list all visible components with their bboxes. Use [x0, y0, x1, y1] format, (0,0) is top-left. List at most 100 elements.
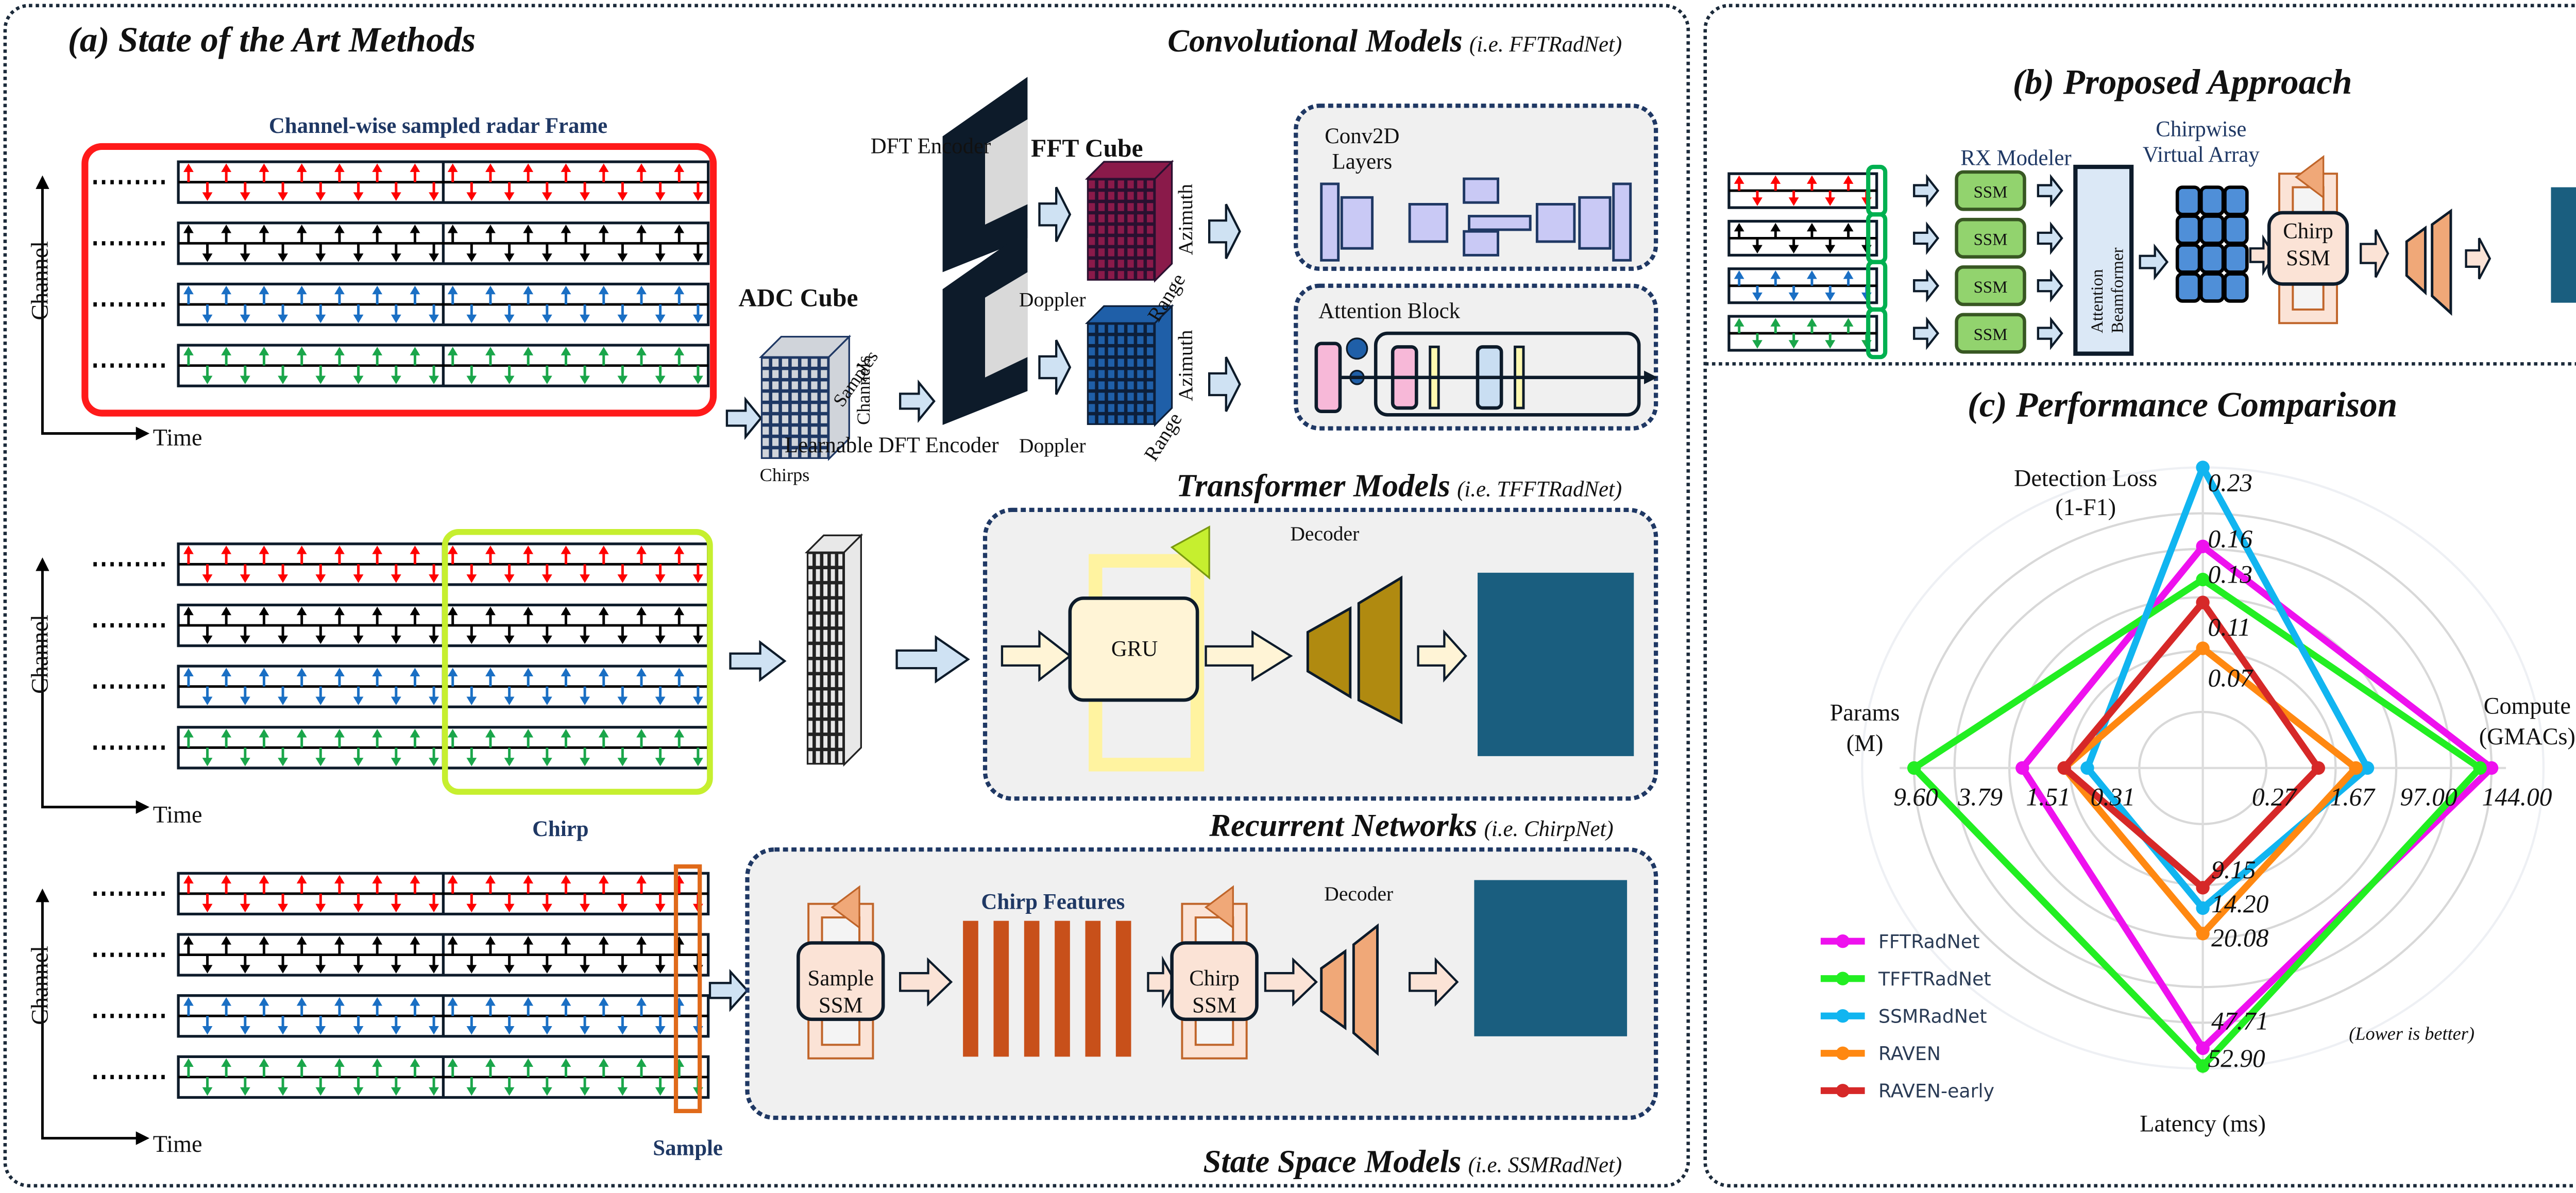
cube-cell: [801, 370, 808, 378]
flow-arrow-icon: [1205, 630, 1293, 682]
down-arrow-head-icon: [391, 314, 401, 323]
attention-block-label: Attention Block: [1318, 299, 1460, 323]
down-arrow-head-icon: [202, 574, 213, 583]
up-arrow-head-icon: [183, 285, 194, 295]
up-arrow-head-icon: [523, 225, 534, 233]
dft-encoder-label: DFT Encoder: [871, 134, 991, 159]
down-arrow-head-icon: [541, 758, 552, 766]
up-arrow-head-icon: [372, 347, 383, 355]
down-arrow-head-icon: [655, 314, 666, 323]
cube-cell: [811, 393, 818, 401]
virtual-array-cell: [2175, 243, 2201, 274]
sample-ssm-label-2: SSM: [819, 994, 863, 1018]
down-arrow-head-icon: [240, 696, 250, 705]
up-arrow-head-icon: [636, 546, 647, 554]
down-arrow-head-icon: [278, 904, 288, 913]
up-arrow-head-icon: [447, 606, 458, 616]
cube-cell: [772, 359, 779, 367]
down-arrow-head-icon: [1825, 340, 1836, 349]
up-arrow-head-icon: [485, 729, 496, 738]
cube-cell: [838, 629, 843, 642]
virtual-array-cell: [2175, 214, 2201, 245]
flow-arrow-icon: [1264, 957, 1318, 1007]
up-arrow-head-icon: [221, 606, 232, 616]
up-arrow-head-icon: [296, 729, 307, 738]
cube-cell: [838, 705, 843, 718]
cube-cell: [1108, 381, 1115, 389]
cube-cell: [1117, 336, 1124, 344]
cube-cell: [1098, 336, 1105, 344]
conv-layer-block: [1463, 230, 1500, 257]
up-arrow-head-icon: [636, 936, 647, 945]
up-arrow-head-icon: [598, 875, 609, 884]
cube-cell: [1127, 248, 1134, 257]
data-point-raven-early: [2196, 881, 2210, 895]
up-arrow-head-icon: [598, 1058, 609, 1067]
cube-cell: [1147, 381, 1154, 389]
up-arrow-head-icon: [598, 729, 609, 738]
output-map: [1478, 572, 1634, 756]
data-point-raven: [2349, 761, 2363, 775]
down-arrow-head-icon: [202, 758, 213, 766]
data-point-ssmradnet: [2196, 461, 2210, 474]
down-arrow-head-icon: [466, 1026, 477, 1035]
flow-arrow-icon: [1208, 356, 1241, 412]
tick-label-loss: 0.23: [2208, 469, 2253, 497]
cube-cell: [1089, 404, 1095, 412]
tick-label-latency: 52.90: [2208, 1044, 2266, 1072]
up-arrow-head-icon: [447, 347, 458, 355]
ssm-block: [1955, 265, 2026, 306]
data-point-tfftradnet: [2196, 1059, 2210, 1073]
signal-row: [177, 160, 710, 204]
down-arrow-head-icon: [1825, 245, 1836, 254]
down-arrow-head-icon: [504, 192, 515, 201]
down-arrow-head-icon: [466, 1087, 477, 1096]
up-arrow-head-icon: [447, 285, 458, 295]
down-arrow-head-icon: [580, 635, 590, 644]
virtual-array-cell: [2175, 272, 2201, 303]
cube-cell: [1098, 393, 1105, 401]
flow-arrow-icon: [1001, 629, 1072, 682]
down-arrow-head-icon: [1825, 197, 1836, 206]
up-arrow-head-icon: [598, 936, 609, 945]
down-arrow-head-icon: [429, 696, 439, 705]
up-arrow-head-icon: [372, 285, 383, 295]
down-arrow-head-icon: [504, 376, 515, 384]
cube-cell: [1098, 381, 1105, 389]
legend-marker: [1836, 934, 1850, 948]
down-arrow-head-icon: [240, 904, 250, 913]
up-arrow-head-icon: [410, 936, 420, 945]
cube-cell: [1089, 214, 1095, 223]
up-arrow-head-icon: [296, 875, 307, 884]
up-arrow-head-icon: [598, 546, 609, 554]
down-arrow-head-icon: [391, 253, 401, 262]
up-arrow-head-icon: [1770, 223, 1781, 232]
cube-cell: [1098, 347, 1105, 355]
cube-cell: [823, 675, 828, 687]
down-arrow-head-icon: [353, 1026, 364, 1035]
down-arrow-head-icon: [315, 376, 326, 384]
cube-cell: [823, 615, 828, 627]
legend-marker: [1836, 1009, 1850, 1023]
up-arrow-head-icon: [221, 1058, 232, 1067]
down-arrow-head-icon: [240, 253, 250, 262]
adc-cube-label: ADC Cube: [738, 283, 858, 312]
axis-arrowhead-icon: [36, 175, 49, 189]
cube-cell: [823, 645, 828, 657]
up-arrow-head-icon: [485, 285, 496, 295]
cube-cell: [1098, 248, 1105, 257]
cube-cell: [1089, 203, 1095, 211]
down-arrow-head-icon: [315, 696, 326, 705]
data-point-ssmradnet: [2360, 761, 2375, 775]
azimuth-label: Azimuth: [1174, 330, 1197, 401]
tick-label-latency: 14.20: [2211, 890, 2269, 918]
up-arrow-head-icon: [259, 729, 269, 738]
cube-cell: [1137, 381, 1144, 389]
virtual-array-cell: [2223, 185, 2249, 216]
cube-cell: [1089, 359, 1095, 367]
residual-block-frame: [1374, 331, 1641, 417]
panel-c-title: (c) Performance Comparison: [1968, 385, 2397, 424]
cube-cell: [762, 449, 769, 457]
down-arrow-head-icon: [278, 314, 288, 323]
cube-cell: [1117, 260, 1124, 268]
